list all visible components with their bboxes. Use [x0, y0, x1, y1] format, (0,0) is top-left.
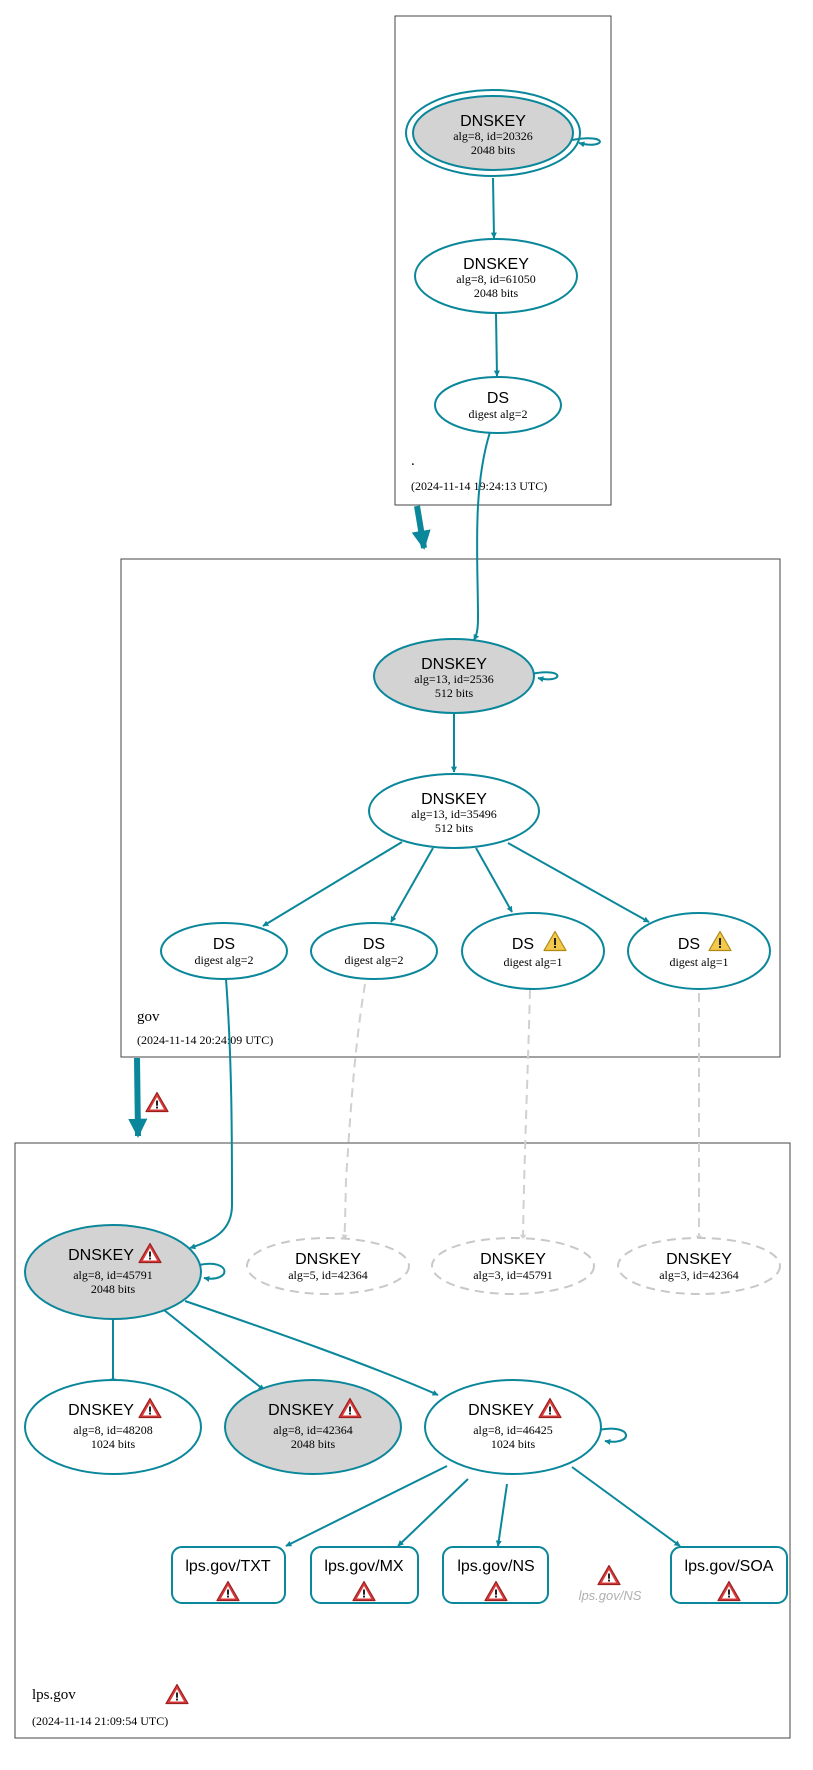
node-detail: alg=3, id=45791 [473, 1268, 553, 1282]
rrset-soa[interactable]: lps.gov/SOA [670, 1546, 788, 1604]
rrset-label: lps.gov/MX [324, 1558, 403, 1575]
rrset-label: lps.gov/SOA [685, 1558, 774, 1575]
node-title: DNSKEY [421, 656, 487, 673]
rrset-label: lps.gov/NS [457, 1558, 534, 1575]
rrset-mx[interactable]: lps.gov/MX [310, 1546, 419, 1604]
edge-lps-ksk-key42364 [163, 1309, 265, 1391]
node-detail: digest alg=1 [503, 955, 562, 969]
node-root-ksk[interactable]: DNSKEY alg=8, id=20326 2048 bits [405, 89, 581, 177]
node-bits: 512 bits [435, 821, 474, 835]
node-detail: digest alg=1 [669, 955, 728, 969]
node-gov-ds3[interactable]: DS digest alg=1 [461, 912, 605, 990]
node-detail: alg=3, id=42364 [659, 1268, 739, 1282]
node-bits: 2048 bits [91, 1282, 136, 1296]
node-root-zsk[interactable]: DNSKEY alg=8, id=61050 2048 bits [414, 238, 578, 314]
zone-gov-name: gov [137, 1009, 160, 1025]
delegation-gov-to-lps [128, 1057, 169, 1138]
edge-root-ds-gov-ksk [473, 431, 491, 641]
edges [110, 137, 702, 1547]
node-gov-zsk[interactable]: DNSKEY alg=13, id=35496 512 bits [368, 773, 540, 849]
node-lps-key-48208[interactable]: DNSKEY alg=8, id=48208 1024 bits [24, 1379, 202, 1475]
node-gov-ds1[interactable]: DS digest alg=2 [160, 922, 288, 980]
delegation-error-icon [145, 1091, 169, 1113]
node-title: DS [213, 936, 235, 953]
node-detail: alg=8, id=42364 [273, 1423, 353, 1437]
node-detail: alg=8, id=46425 [473, 1423, 553, 1437]
node-bits: 1024 bits [491, 1437, 536, 1451]
rrset-txt[interactable]: lps.gov/TXT [171, 1546, 286, 1604]
node-lps-ksk[interactable]: DNSKEY alg=8, id=45791 2048 bits [24, 1224, 202, 1320]
edge-key46425-ns [495, 1483, 508, 1547]
node-bits: 1024 bits [91, 1437, 136, 1451]
edge-gov-zsk-ds3 [475, 847, 513, 913]
edge-gov-ds2-lps-missing1 [341, 983, 366, 1241]
node-title: DNSKEY [468, 1402, 534, 1419]
node-title: DS [487, 390, 509, 407]
zone-root-name: . [411, 453, 415, 469]
edge-gov-ksk-self [530, 671, 559, 683]
node-gov-ds2[interactable]: DS digest alg=2 [310, 922, 438, 980]
rrset-label: lps.gov/NS [579, 1588, 642, 1603]
rrset-ns[interactable]: lps.gov/NS [442, 1546, 549, 1604]
node-detail: alg=8, id=20326 [453, 129, 533, 143]
node-detail: alg=8, id=45791 [73, 1268, 153, 1282]
node-title: DNSKEY [666, 1251, 732, 1268]
node-lps-key-42364[interactable]: DNSKEY alg=8, id=42364 2048 bits [224, 1379, 402, 1475]
edge-gov-zsk-ds4 [507, 842, 650, 923]
node-title: DS [512, 936, 534, 953]
node-title: DNSKEY [421, 791, 487, 808]
edge-root-ksk-zsk [490, 177, 497, 239]
edge-gov-zsk-ds2 [390, 847, 434, 923]
node-bits: 2048 bits [291, 1437, 336, 1451]
node-detail: digest alg=2 [194, 953, 253, 967]
node-lps-missing-key-2[interactable]: DNSKEY alg=3, id=45791 [431, 1237, 595, 1295]
node-gov-ds4[interactable]: DS digest alg=1 [627, 912, 771, 990]
node-title: DS [678, 936, 700, 953]
zone-gov-timestamp: (2024-11-14 20:24:09 UTC) [137, 1033, 273, 1047]
delegation-root-to-gov [411, 505, 431, 550]
rrset-label: lps.gov/TXT [185, 1558, 271, 1575]
node-title: DNSKEY [68, 1247, 134, 1264]
edge-lps-ksk-self [198, 1262, 226, 1282]
node-detail: alg=8, id=61050 [456, 272, 536, 286]
node-title: DNSKEY [480, 1251, 546, 1268]
node-detail: digest alg=2 [468, 407, 527, 421]
edge-gov-ds3-lps-missing2 [520, 989, 531, 1241]
node-bits: 512 bits [435, 686, 474, 700]
node-title: DNSKEY [460, 113, 526, 130]
node-gov-ksk[interactable]: DNSKEY alg=13, id=2536 512 bits [373, 638, 535, 714]
node-lps-key-46425[interactable]: DNSKEY alg=8, id=46425 1024 bits [424, 1379, 602, 1475]
node-bits: 2048 bits [471, 143, 516, 157]
node-detail: alg=8, id=48208 [73, 1423, 153, 1437]
node-title: DNSKEY [295, 1251, 361, 1268]
node-detail: alg=13, id=2536 [414, 672, 494, 686]
edge-root-zsk-ds [493, 313, 500, 377]
node-bits: 2048 bits [474, 286, 519, 300]
edge-gov-zsk-ds1 [262, 841, 403, 927]
node-lps-missing-key-1[interactable]: DNSKEY alg=5, id=42364 [246, 1237, 410, 1295]
edge-lps-key46425-self [598, 1427, 627, 1445]
node-detail: alg=5, id=42364 [288, 1268, 368, 1282]
node-lps-missing-key-3[interactable]: DNSKEY alg=3, id=42364 [617, 1237, 781, 1295]
edge-gov-ds1-lps-ksk [189, 978, 234, 1250]
edge-lps-ksk-key46425 [184, 1300, 439, 1396]
node-root-ds[interactable]: DS digest alg=2 [434, 376, 562, 434]
node-title: DNSKEY [463, 256, 529, 273]
zone-lps-name: lps.gov [32, 1687, 76, 1703]
rrset-ns-unsigned[interactable]: lps.gov/NS [579, 1564, 642, 1604]
node-title: DS [363, 936, 385, 953]
node-detail: digest alg=2 [344, 953, 403, 967]
edge-root-ksk-self [571, 137, 601, 148]
edge-key46425-txt [285, 1465, 448, 1547]
node-detail: alg=13, id=35496 [411, 807, 497, 821]
zone-lps-timestamp: (2024-11-14 21:09:54 UTC) [32, 1714, 168, 1728]
edge-key46425-soa [571, 1466, 681, 1547]
node-title: DNSKEY [68, 1402, 134, 1419]
node-title: DNSKEY [268, 1402, 334, 1419]
edge-key46425-mx [397, 1478, 469, 1547]
